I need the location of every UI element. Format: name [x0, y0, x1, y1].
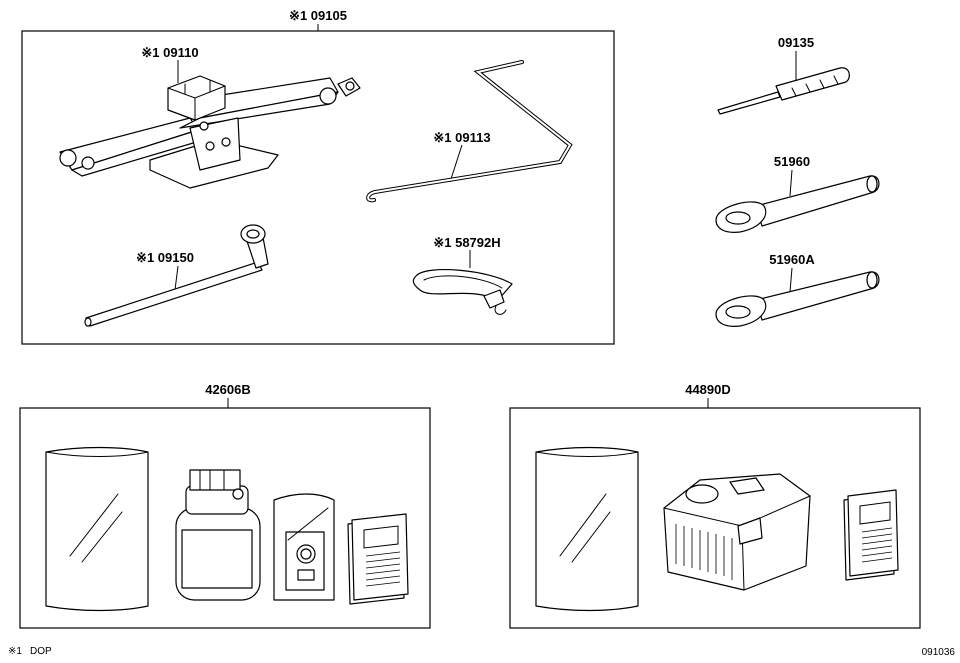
towing-eye-b-group: 51960A [715, 252, 880, 327]
towing-eye-icon [715, 271, 880, 327]
footer-note-mark: ※1 [8, 646, 22, 657]
towing-eye-a-group: 51960 [715, 154, 880, 233]
sealant-box-icon [273, 493, 335, 601]
manual-booklet-icon [843, 489, 899, 581]
strap-icon [412, 268, 513, 315]
scissor-jack-icon [59, 75, 361, 189]
footer-note-text: DOP [30, 646, 52, 657]
towing-eye-icon [715, 175, 880, 233]
figure-id: 091036 [922, 647, 956, 658]
repair-kit-box [19, 407, 431, 629]
callout-kit-jack-tools[interactable]: ※1 09105 [289, 8, 347, 23]
kit-jack-tools-box [21, 30, 615, 345]
callout-wheel-wrench[interactable]: ※1 09150 [136, 250, 194, 265]
repair-kit-group: 42606B [19, 382, 431, 629]
callout-handle-strap[interactable]: ※1 58792H [433, 235, 500, 250]
callout-jack[interactable]: ※1 09110 [141, 45, 198, 60]
air-compressor-icon [663, 473, 811, 591]
sealant-bottle-icon [175, 469, 261, 601]
lug-wrench-icon [84, 224, 269, 327]
callout-jack-handle[interactable]: ※1 09113 [433, 130, 490, 145]
callout-towing-eye-a[interactable]: 51960 [774, 154, 810, 169]
kit-jack-tools-group: ※1 09105 ※1 09110 [21, 8, 615, 345]
bag-icon [535, 446, 639, 612]
screwdriver-group: 09135 [717, 35, 850, 115]
compressor-kit-box [509, 407, 921, 629]
jack-handle-icon [366, 60, 573, 203]
manual-booklet-icon [347, 513, 409, 605]
callout-repair-kit[interactable]: 42606B [205, 382, 251, 397]
callout-compressor-kit[interactable]: 44890D [685, 382, 731, 397]
callout-towing-eye-b[interactable]: 51960A [769, 252, 815, 267]
compressor-kit-group: 44890D [509, 382, 921, 629]
callout-screwdriver[interactable]: 09135 [778, 35, 814, 50]
bag-icon [45, 446, 149, 612]
screwdriver-icon [717, 67, 850, 115]
